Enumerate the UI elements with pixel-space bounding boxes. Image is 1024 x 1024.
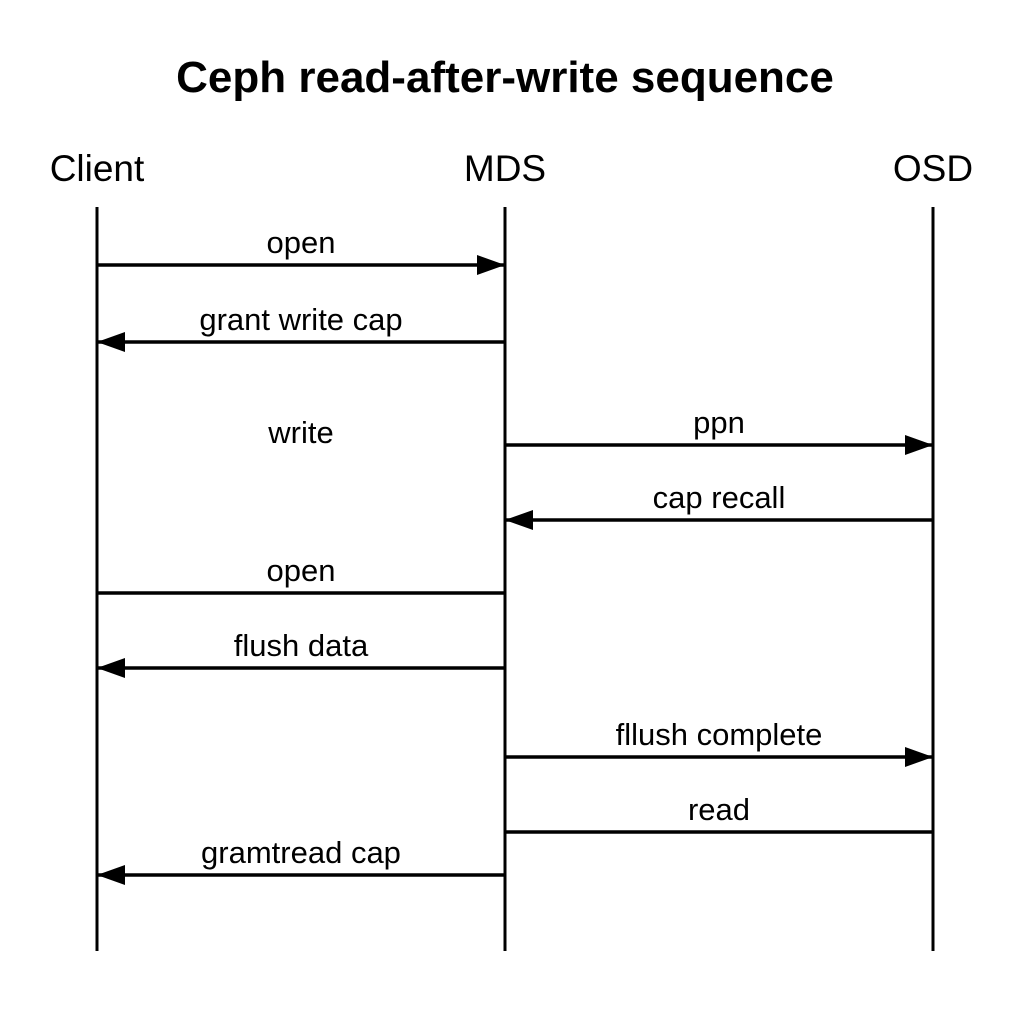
arrowhead-right-icon <box>477 255 505 275</box>
message-label-4: cap recall <box>653 480 786 515</box>
arrowhead-right-icon <box>905 435 933 455</box>
message-label-6: flush data <box>234 628 369 663</box>
message-label-0: open <box>267 225 336 260</box>
arrowhead-left-icon <box>97 332 125 352</box>
message-label-9: gramtread cap <box>201 835 401 870</box>
arrowhead-right-icon <box>905 747 933 767</box>
actor-label-osd: OSD <box>893 148 973 189</box>
actor-label-client: Client <box>50 148 145 189</box>
message-label-7: fllush complete <box>616 717 823 752</box>
message-label-3: ppn <box>693 405 745 440</box>
actor-label-mds: MDS <box>464 148 546 189</box>
arrowhead-left-icon <box>97 865 125 885</box>
message-label-5: open <box>267 553 336 588</box>
message-label-8: read <box>688 792 750 827</box>
arrowhead-left-icon <box>97 658 125 678</box>
message-label-2: write <box>267 415 333 450</box>
message-label-1: grant write cap <box>199 302 402 337</box>
arrowhead-left-icon <box>505 510 533 530</box>
diagram-title: Ceph read-after-write sequence <box>176 53 834 102</box>
